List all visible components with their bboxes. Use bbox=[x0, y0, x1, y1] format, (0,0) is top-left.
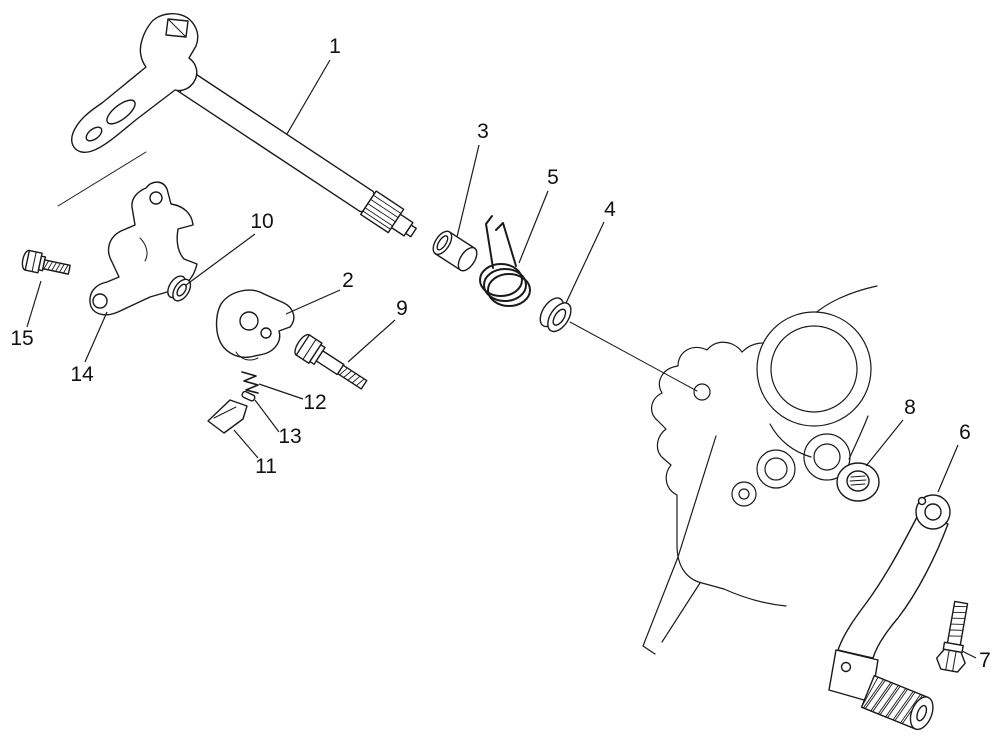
pawl-wedge-drawing bbox=[207, 399, 248, 434]
part-number-label-13: 13 bbox=[278, 425, 302, 448]
bracket-bolt-drawing bbox=[21, 249, 71, 275]
part-number-label-3: 3 bbox=[477, 120, 489, 143]
washer-drawing bbox=[539, 297, 572, 333]
part-number-label-14: 14 bbox=[70, 363, 94, 386]
stopper-bolt-drawing bbox=[294, 333, 368, 390]
part-number-label-8: 8 bbox=[904, 396, 916, 419]
bushing-drawing bbox=[432, 230, 478, 272]
pedal-bolt-drawing bbox=[935, 600, 969, 673]
part-number-label-10: 10 bbox=[250, 210, 274, 233]
detent-pin-drawing bbox=[241, 390, 256, 402]
part-number-label-6: 6 bbox=[959, 421, 971, 444]
collar-spacer-drawing bbox=[836, 462, 880, 502]
shift-shaft-drawing bbox=[169, 65, 417, 238]
shift-shaft-assembly-drawing bbox=[21, 13, 572, 434]
part-number-label-7: 7 bbox=[979, 649, 991, 672]
part-number-label-4: 4 bbox=[604, 198, 616, 221]
alignment-line bbox=[57, 151, 147, 207]
part-number-label-15: 15 bbox=[10, 327, 34, 350]
shift-arm-plate-drawing bbox=[71, 13, 199, 153]
engine-case-drawing bbox=[569, 285, 878, 655]
part-number-label-12: 12 bbox=[303, 391, 327, 414]
part-number-label-9: 9 bbox=[396, 297, 408, 320]
part-number-label-11: 11 bbox=[255, 455, 277, 478]
torsion-spring-drawing bbox=[479, 215, 531, 307]
stopper-segment-drawing bbox=[215, 289, 295, 361]
shift-pedal-drawing bbox=[828, 494, 951, 731]
part-number-label-5: 5 bbox=[547, 166, 559, 189]
detent-spring-drawing bbox=[241, 371, 259, 394]
guide-bracket-drawing bbox=[89, 181, 198, 316]
part-number-label-1: 1 bbox=[329, 35, 341, 58]
part-number-label-2: 2 bbox=[342, 269, 354, 292]
